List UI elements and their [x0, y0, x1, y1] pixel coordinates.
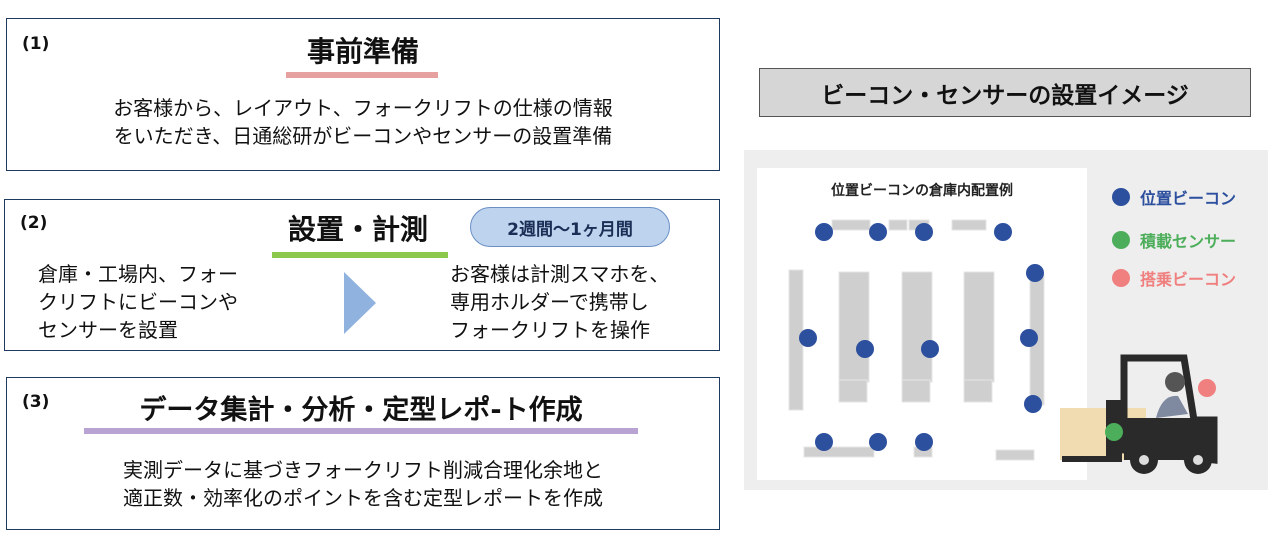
step1-title-underline — [286, 72, 438, 78]
step1-box — [6, 18, 720, 171]
load-sensor-legend-icon — [1112, 231, 1130, 249]
step3-title: データ集計・分析・定型レポ-ト作成 — [139, 395, 583, 426]
driver-head — [1165, 372, 1185, 392]
warehouse-scene — [788, 219, 1218, 474]
position-beacon-icon — [799, 329, 817, 347]
step2-title-underline — [272, 252, 448, 258]
driver-beacon-icon — [1198, 379, 1216, 397]
step2-left-line-2: クリフトにビーコンや — [38, 290, 238, 314]
step2-number: (2) — [20, 213, 48, 233]
shelf — [803, 446, 875, 458]
rear-wheel-hub — [1193, 455, 1203, 465]
shelf — [901, 379, 931, 403]
step2-left-line-1: 倉庫・工場内、フォー — [38, 262, 238, 286]
floor-title: 位置ビーコンの倉庫内配置例 — [831, 183, 1013, 199]
position-beacon-icon — [815, 433, 833, 451]
step3-box — [6, 377, 720, 530]
step1-line-2: をいただき、日通総研がビーコンやセンサーの設置準備 — [113, 124, 613, 148]
step1-number: (1) — [22, 34, 50, 54]
position-beacon-legend-icon — [1112, 188, 1130, 206]
position-beacon-icon — [915, 223, 933, 241]
legend-driver-beacon: 搭乗ビーコン — [1112, 266, 1236, 290]
legend-label: 積載センサー — [1140, 232, 1237, 251]
step3-line-2: 適正数・効率化のポイントを含む定型レポートを作成 — [123, 486, 603, 510]
shelf — [888, 219, 908, 231]
shelf — [963, 271, 995, 383]
step2-left-line-3: センサーを設置 — [38, 318, 178, 342]
position-beacon-icon — [994, 223, 1012, 241]
shelf — [963, 379, 993, 403]
duration-badge: 2週間〜1ヶ月間 — [470, 207, 670, 247]
position-beacon-icon — [1026, 264, 1044, 282]
chevron-right-icon — [344, 272, 376, 334]
position-beacon-icon — [856, 340, 874, 358]
position-beacon-icon — [915, 433, 933, 451]
position-beacon-icon — [869, 433, 887, 451]
step3-title-underline — [84, 428, 638, 434]
forklift-fork — [1062, 456, 1114, 462]
legend-label: 搭乗ビーコン — [1140, 270, 1237, 289]
step2-right-line-3: フォークリフトを操作 — [450, 318, 650, 342]
shelf — [838, 379, 868, 403]
step3-line-1: 実測データに基づきフォークリフト削減合理化余地と — [123, 458, 603, 482]
shelf — [951, 219, 987, 231]
load-sensor-icon — [1105, 423, 1123, 441]
legend-position-beacon: 位置ビーコン — [1112, 185, 1236, 209]
shelf — [838, 271, 870, 383]
image-panel-title: ビーコン・センサーの設置イメージ — [759, 68, 1251, 117]
position-beacon-icon — [921, 340, 939, 358]
front-wheel-hub — [1139, 455, 1149, 465]
driver-beacon-legend-icon — [1112, 269, 1130, 287]
step3-number: (3) — [22, 392, 50, 412]
step2-title: 設置・計測 — [287, 213, 428, 246]
legend-load-sensor: 積載センサー — [1112, 228, 1236, 252]
position-beacon-icon — [1020, 329, 1038, 347]
shelf — [995, 449, 1035, 461]
step1-title: 事前準備 — [306, 35, 419, 68]
shelf — [901, 271, 933, 383]
step2-right-line-1: お客様は計測スマホを、 — [450, 262, 670, 286]
legend-label: 位置ビーコン — [1140, 189, 1237, 208]
driver-body — [1156, 395, 1188, 418]
position-beacon-icon — [869, 223, 887, 241]
position-beacon-icon — [1024, 395, 1042, 413]
position-beacon-icon — [815, 223, 833, 241]
shelf — [831, 219, 871, 231]
step1-line-1: お客様から、レイアウト、フォークリフトの仕様の情報 — [113, 96, 613, 120]
step2-right-line-2: 専用ホルダーで携帯し — [450, 290, 649, 314]
